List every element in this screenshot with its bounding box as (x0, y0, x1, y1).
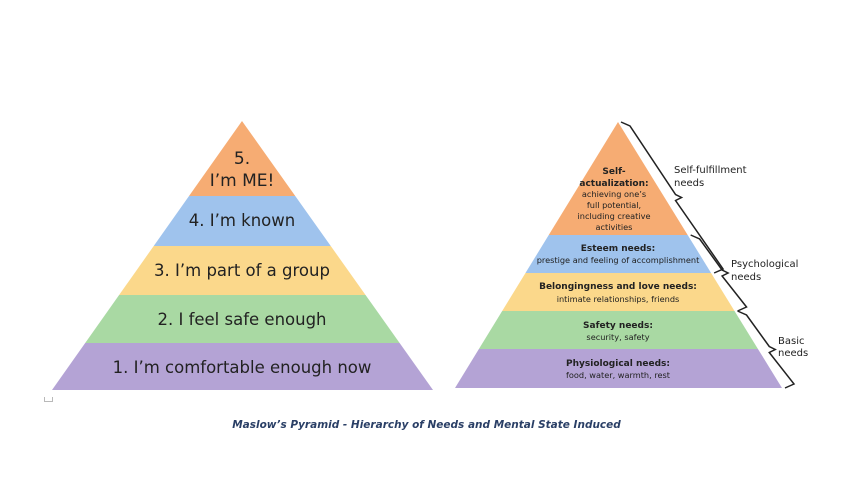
right-tier-5-desc: achieving one’s (582, 189, 646, 199)
figure-caption: Maslow’s Pyramid - Hierarchy of Needs an… (232, 419, 621, 431)
left-pyramid: 5.I’m ME! 4. I’m known 3. I’m part of a gr… (52, 121, 433, 390)
right-tier-3 (502, 273, 735, 311)
brace-2 (690, 234, 748, 312)
bracket-3-label: Basic (778, 336, 804, 347)
right-tier-1-desc: food, water, warmth, rest (566, 370, 671, 380)
right-tier-2-desc: security, safety (586, 332, 649, 342)
bracket-1-label: needs (674, 178, 704, 189)
left-tier-4 (153, 196, 331, 246)
right-tier-3-title: Belongingness and love needs: (539, 282, 697, 292)
left-tier-2-label: 2. I feel safe enough (157, 310, 326, 329)
brace-3 (737, 310, 796, 389)
left-tier-1-label: 1. I’m comfortable enough now (113, 358, 372, 377)
right-tier-4-title: Esteem needs: (581, 244, 656, 254)
right-tier-5-desc: full potential, (587, 200, 641, 210)
right-tier-5-desc: including creative (578, 211, 651, 221)
left-tier-5-label: I’m ME! (210, 171, 275, 191)
broken-image-icon (44, 397, 53, 402)
brace-1 (620, 121, 725, 274)
right-tier-3-desc: intimate relationships, friends (557, 294, 680, 304)
left-tier-3-label: 3. I’m part of a group (154, 261, 330, 280)
bracket-2-label: needs (731, 272, 761, 283)
right-tier-1 (455, 349, 782, 388)
left-tier-1 (52, 343, 433, 390)
right-tier-2-title: Safety needs: (583, 321, 653, 331)
right-tier-5 (548, 122, 688, 235)
right-tier-5-title: actualization: (579, 179, 648, 189)
left-tier-4-label: 4. I’m known (189, 211, 295, 230)
bracket-3-label: needs (778, 348, 808, 359)
bracket-1-label: Self-fulfillment (674, 165, 747, 176)
left-tier-5 (189, 121, 296, 196)
left-tier-2 (85, 295, 400, 343)
right-tier-4 (525, 235, 712, 273)
right-tier-2 (478, 311, 758, 349)
left-tier-3 (119, 246, 366, 295)
bracket-2-label: Psychological (731, 259, 798, 270)
right-tier-5-desc: activities (596, 222, 633, 232)
right-tier-1-title: Physiological needs: (566, 359, 670, 369)
right-tier-5-title: Self- (602, 167, 625, 177)
left-tier-5-number: 5. (234, 149, 250, 169)
bracket-group: Self-fulfillmentneedsPsychologicalneedsB… (620, 121, 808, 389)
right-tier-4-desc: prestige and feeling of accomplishment (537, 255, 700, 265)
